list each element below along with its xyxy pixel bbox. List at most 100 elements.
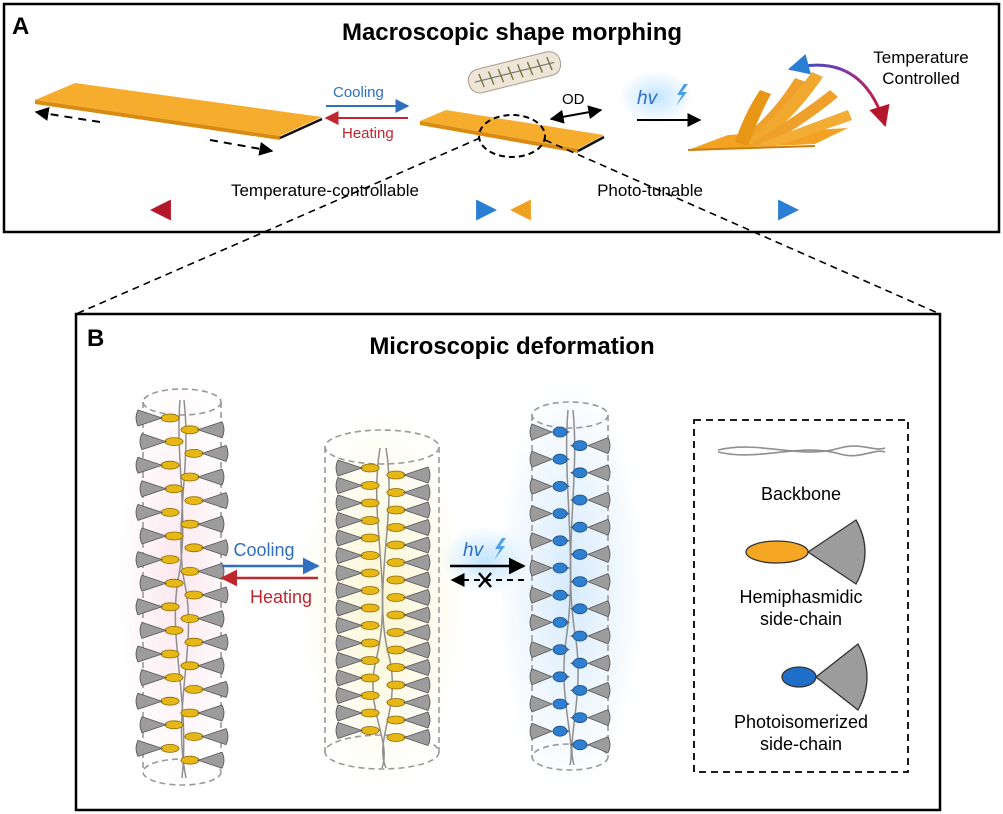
side-chain: [529, 695, 570, 713]
temperature-controllable-label: Temperature-controllable: [231, 181, 419, 200]
side-chain: [135, 503, 180, 521]
legend-backbone-label: Backbone: [761, 484, 841, 504]
cooled-side-chains: [335, 459, 431, 746]
side-chain: [570, 736, 611, 754]
side-chain: [570, 681, 611, 699]
side-chain: [184, 728, 229, 746]
panel-a-cooling-label: Cooling: [333, 84, 384, 101]
temperature-controlled-line2: Controlled: [882, 69, 960, 88]
side-chain: [139, 527, 184, 545]
side-chain: [135, 456, 180, 474]
side-chain: [139, 621, 184, 639]
side-chain: [335, 459, 380, 477]
panel-a-letter: A: [12, 13, 29, 40]
side-chain: [335, 529, 380, 547]
panel-b: B Microscopic deformation: [74, 312, 942, 812]
panel-a-title: Macroscopic shape morphing: [342, 19, 682, 46]
side-chain: [386, 729, 431, 746]
side-chain: [180, 468, 225, 486]
cylinder-icon: [467, 51, 562, 94]
side-chain: [529, 722, 570, 740]
side-chain: [180, 610, 225, 628]
side-chain: [184, 539, 229, 557]
side-chain: [529, 450, 570, 468]
legend-photoisomerized-line2: side-chain: [760, 734, 842, 754]
panel-a-frame: [2, 2, 1001, 234]
side-chain: [335, 477, 380, 494]
temperature-controlled-line1: Temperature: [873, 48, 968, 67]
heated-side-chains: [135, 409, 229, 769]
side-chain: [570, 573, 611, 591]
side-chain: [139, 574, 184, 592]
side-chain: [180, 704, 225, 722]
side-chain: [335, 494, 380, 512]
side-chain: [335, 564, 380, 582]
side-chain: [184, 633, 229, 651]
side-chain: [335, 599, 380, 617]
side-chain: [135, 409, 180, 427]
side-chain: [570, 600, 611, 618]
side-chain: [184, 492, 229, 510]
panel-b-hv-label: hv: [463, 540, 485, 561]
legend: Backbone Hemiphasmidic side-chain Photoi…: [693, 419, 909, 773]
panel-a-hv-label: hv: [637, 88, 659, 109]
side-chain: [180, 421, 225, 439]
hv-glow: [618, 70, 694, 124]
side-chain: [335, 704, 380, 722]
panel-b-letter: B: [87, 325, 104, 352]
side-chain: [570, 709, 611, 727]
side-chain: [184, 444, 229, 462]
side-chain: [386, 606, 431, 624]
side-chain: [386, 466, 431, 484]
panel-a-heating-label: Heating: [342, 125, 394, 142]
side-chain: [386, 519, 431, 536]
side-chain: [570, 518, 611, 536]
od-label: OD: [562, 91, 585, 108]
side-chain: [335, 512, 380, 529]
side-chain: [184, 586, 229, 604]
photo-backbone: [563, 409, 579, 766]
side-chain: [570, 437, 611, 455]
panel-b-heating-label: Heating: [250, 587, 312, 607]
side-chain: [135, 551, 180, 569]
hemiphasmidic-legend-icon: [745, 519, 866, 585]
dashed-double-arrow-icon: [34, 107, 274, 156]
side-chain: [180, 751, 225, 769]
elongated-strip: [35, 83, 323, 140]
od-arrow: [549, 105, 603, 124]
legend-frame: [693, 419, 909, 773]
side-chain: [570, 545, 611, 563]
contracted-strip: [420, 110, 605, 153]
side-chain: [529, 505, 570, 523]
photo-side-chains: [529, 423, 611, 754]
cross-icon: [478, 572, 492, 588]
side-chain: [570, 464, 611, 482]
side-chain: [135, 692, 180, 710]
side-chain: [180, 657, 225, 675]
side-chain: [386, 501, 431, 519]
side-chain: [529, 613, 570, 631]
legend-hemiphasmidic-line1: Hemiphasmidic: [739, 587, 862, 607]
side-chain: [139, 480, 184, 498]
side-chain: [529, 559, 570, 577]
lightning-icon: [676, 84, 688, 106]
side-chain: [386, 484, 431, 501]
side-chain: [529, 423, 570, 441]
cooled-cylinder: [324, 429, 440, 770]
side-chain: [139, 433, 184, 451]
zoom-line-left: [75, 137, 481, 315]
side-chain: [386, 589, 431, 606]
panel-b-title: Microscopic deformation: [369, 333, 654, 360]
side-chain: [529, 668, 570, 686]
panel-a: A Macroscopic shape morphing Cooling Hea…: [2, 2, 1001, 234]
panel-b-frame: [74, 312, 942, 812]
side-chain: [386, 676, 431, 694]
panel-b-cooling-label: Cooling: [233, 540, 294, 560]
side-chain: [335, 669, 380, 687]
legend-hemiphasmidic-line2: side-chain: [760, 609, 842, 629]
side-chain: [570, 627, 611, 645]
photoisomerized-legend-icon: [781, 643, 868, 711]
side-chain: [386, 536, 431, 554]
side-chain: [180, 515, 225, 533]
side-chain: [335, 634, 380, 652]
